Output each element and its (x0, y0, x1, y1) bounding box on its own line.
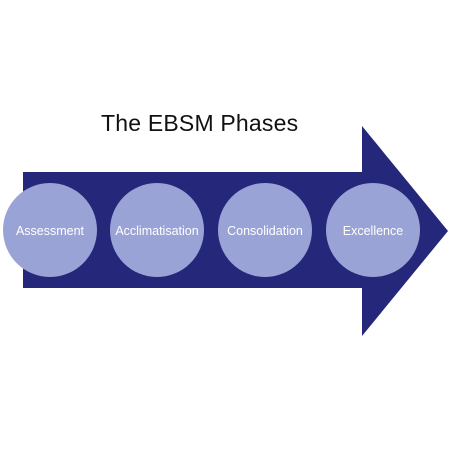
phase-label-consolidation: Consolidation (227, 224, 303, 238)
phase-consolidation: Consolidation (218, 183, 312, 277)
phase-label-excellence: Excellence (343, 224, 403, 238)
phase-excellence: Excellence (326, 183, 420, 277)
phase-circle-assessment (3, 183, 97, 277)
phase-label-assessment: Assessment (16, 224, 85, 238)
phase-circle-acclimatisation (110, 183, 204, 277)
phase-label-acclimatisation: Acclimatisation (115, 224, 198, 238)
phase-assessment: Assessment (3, 183, 97, 277)
diagram-title: The EBSM Phases (101, 110, 299, 136)
phase-acclimatisation: Acclimatisation (110, 183, 204, 277)
phase-circle-consolidation (218, 183, 312, 277)
phase-circle-excellence (326, 183, 420, 277)
